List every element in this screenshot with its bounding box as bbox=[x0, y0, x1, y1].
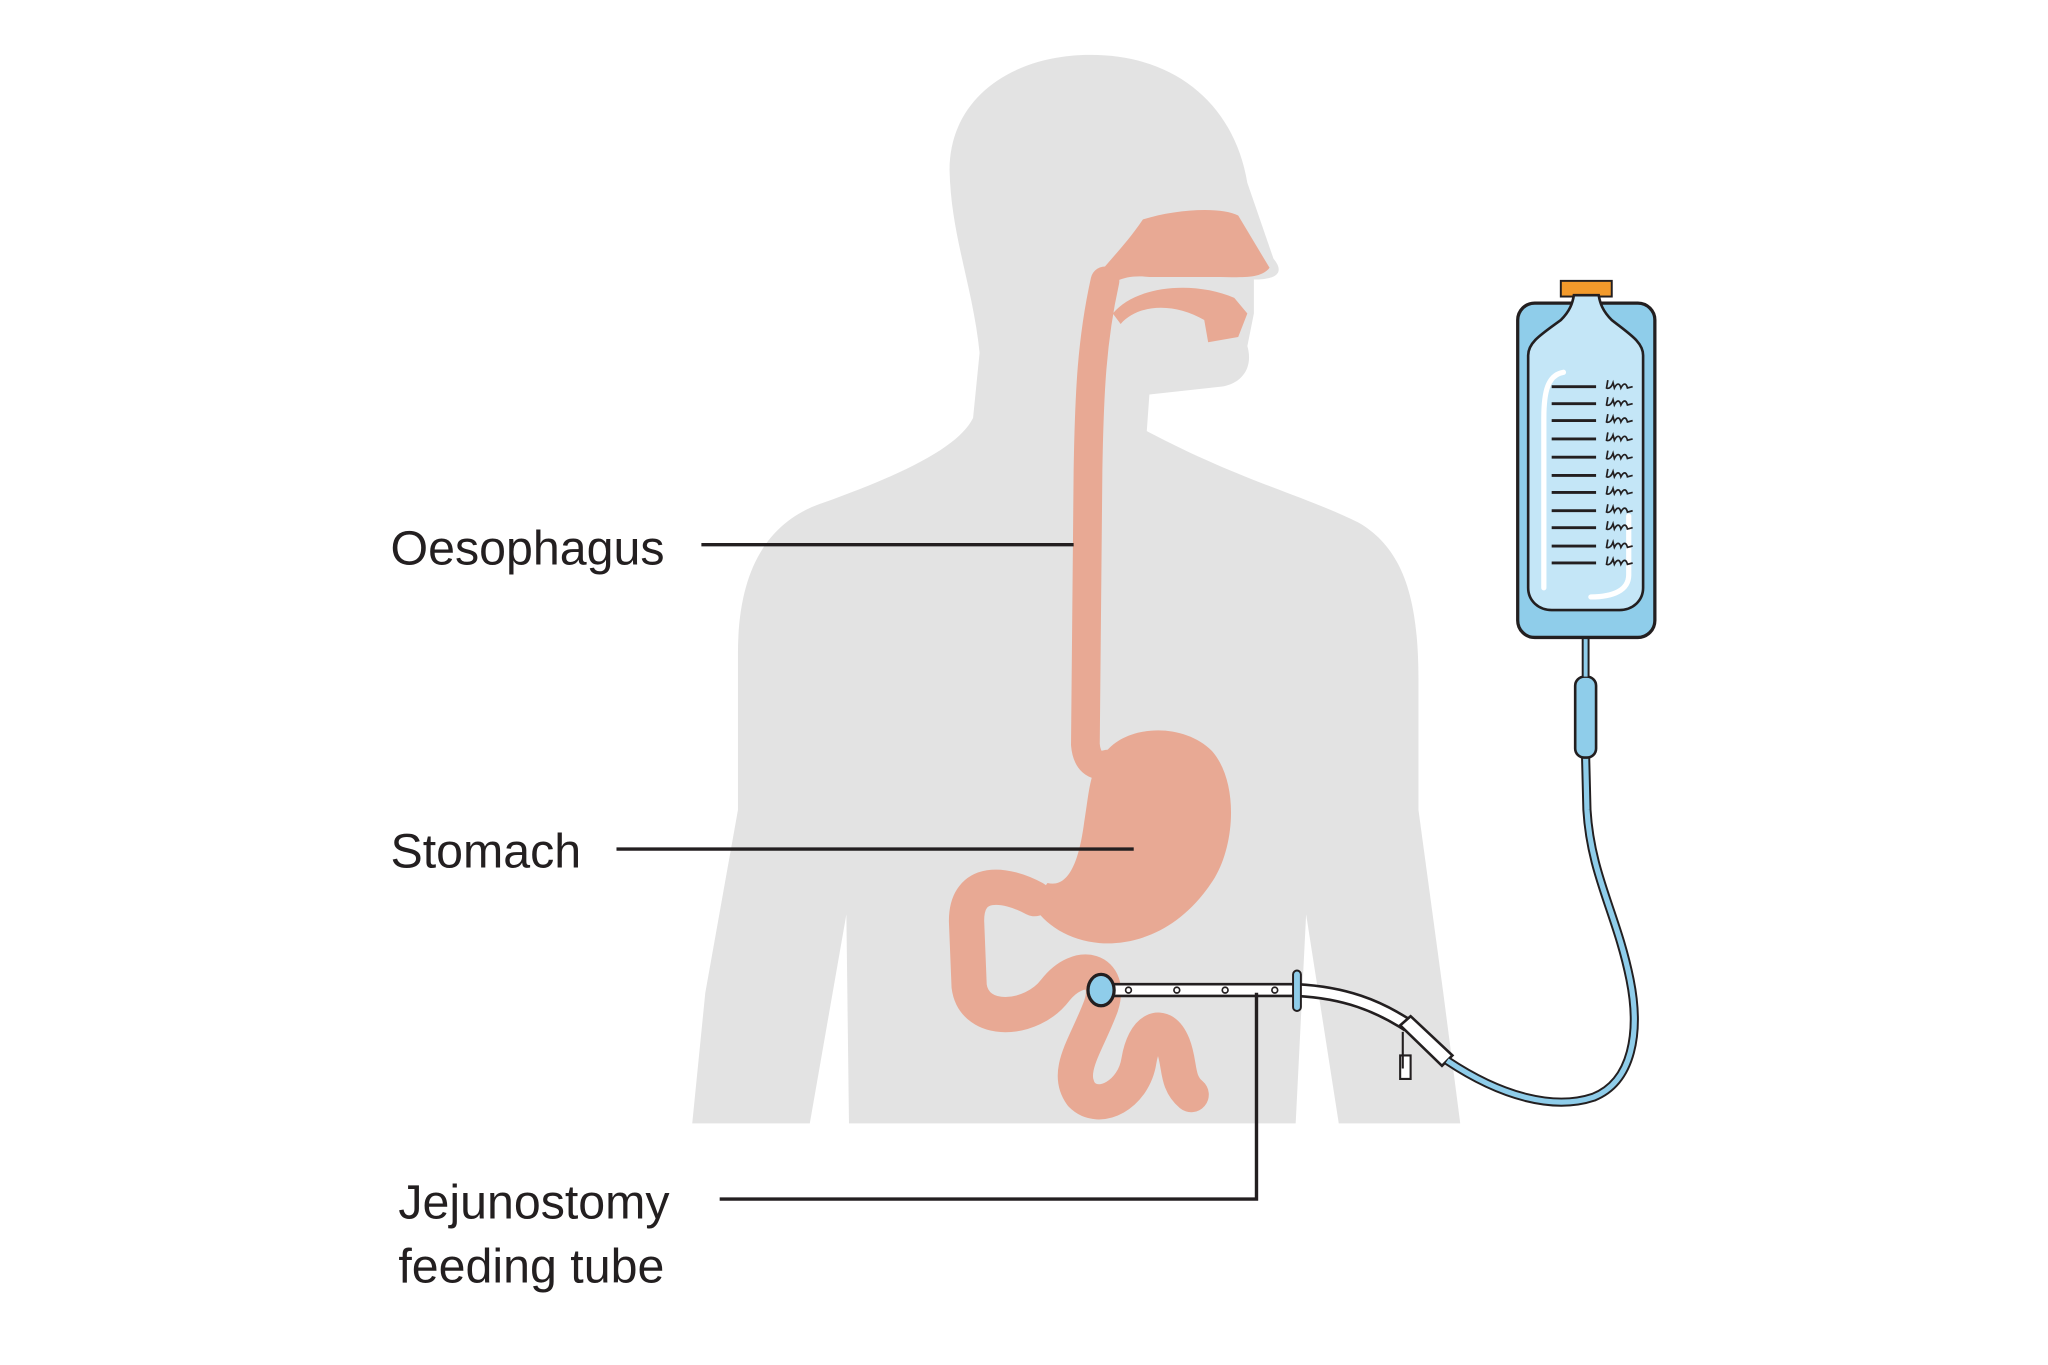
scale-mark bbox=[1605, 468, 1633, 480]
oesophagus-tube bbox=[1071, 266, 1122, 780]
scale-mark bbox=[1605, 485, 1633, 497]
connector bbox=[1398, 1014, 1455, 1068]
scale-mark bbox=[1605, 503, 1633, 515]
scale-mark bbox=[1605, 396, 1633, 408]
small-intestine bbox=[948, 869, 1209, 1120]
jejunostomy-label-line2: feeding tube bbox=[398, 1240, 664, 1294]
jejunostomy-label-line1: Jejunostomy bbox=[398, 1176, 670, 1230]
scale-mark bbox=[1605, 431, 1633, 443]
jejunostomy-leader-line bbox=[719, 992, 1259, 1201]
scale-mark bbox=[1605, 520, 1633, 532]
bag-scale bbox=[1551, 385, 1597, 565]
scale-mark bbox=[1605, 539, 1633, 550]
nasal-cavity bbox=[1097, 209, 1270, 294]
digestive-tract bbox=[948, 209, 1270, 1120]
scale-mark bbox=[1605, 413, 1633, 425]
drip-chamber bbox=[1573, 675, 1598, 759]
label-jejunostomy: Jejunostomy feeding tube bbox=[398, 992, 1259, 1294]
balloon-tip bbox=[1086, 972, 1116, 1008]
stomach-shape bbox=[1031, 730, 1232, 944]
label-oesophagus: Oesophagus bbox=[391, 521, 1074, 575]
label-stomach: Stomach bbox=[391, 824, 1134, 878]
stomach-label: Stomach bbox=[391, 824, 582, 878]
oesophagus-label: Oesophagus bbox=[391, 521, 665, 575]
feeding-bag bbox=[1516, 279, 1657, 640]
scale-mark bbox=[1605, 556, 1633, 567]
feeding-tube bbox=[1086, 637, 1639, 1107]
giving-set-tube bbox=[1444, 757, 1639, 1107]
scale-mark bbox=[1605, 379, 1633, 391]
side-port bbox=[1399, 1031, 1412, 1080]
retention-disc bbox=[1292, 969, 1302, 1012]
mouth-tongue bbox=[1112, 287, 1248, 343]
scale-mark bbox=[1605, 450, 1633, 461]
